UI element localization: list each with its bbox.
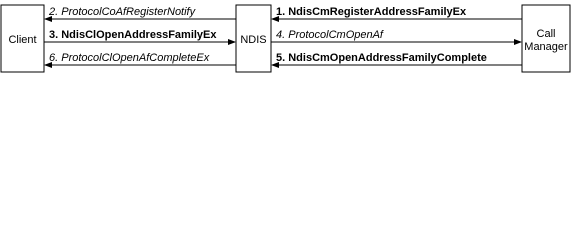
call-manager-box [521,4,571,73]
call-manager-label-line1: Call [537,28,556,40]
client-label: Client [8,34,36,46]
msg-3-label: 3. NdisClOpenAddressFamilyEx [49,29,217,41]
ndis-box [235,4,272,73]
sequence-diagram: Client NDIS Call Manager 2. ProtocolCoAf… [0,4,571,73]
msg-4-label: 4. ProtocolCmOpenAf [276,29,384,41]
msg-1-label: 1. NdisCmRegisterAddressFamilyEx [276,6,467,18]
msg-2-label: 2. ProtocolCoAfRegisterNotify [48,6,197,18]
msg-6-label: 6. ProtocolClOpenAfCompleteEx [49,52,210,64]
call-manager-label-line2: Manager [524,41,568,53]
msg-5-label: 5. NdisCmOpenAddressFamilyComplete [276,52,487,64]
client-box [0,4,45,73]
ndis-label: NDIS [240,34,266,46]
diagram-canvas: Client NDIS Call Manager 2. ProtocolCoAf… [0,0,571,79]
